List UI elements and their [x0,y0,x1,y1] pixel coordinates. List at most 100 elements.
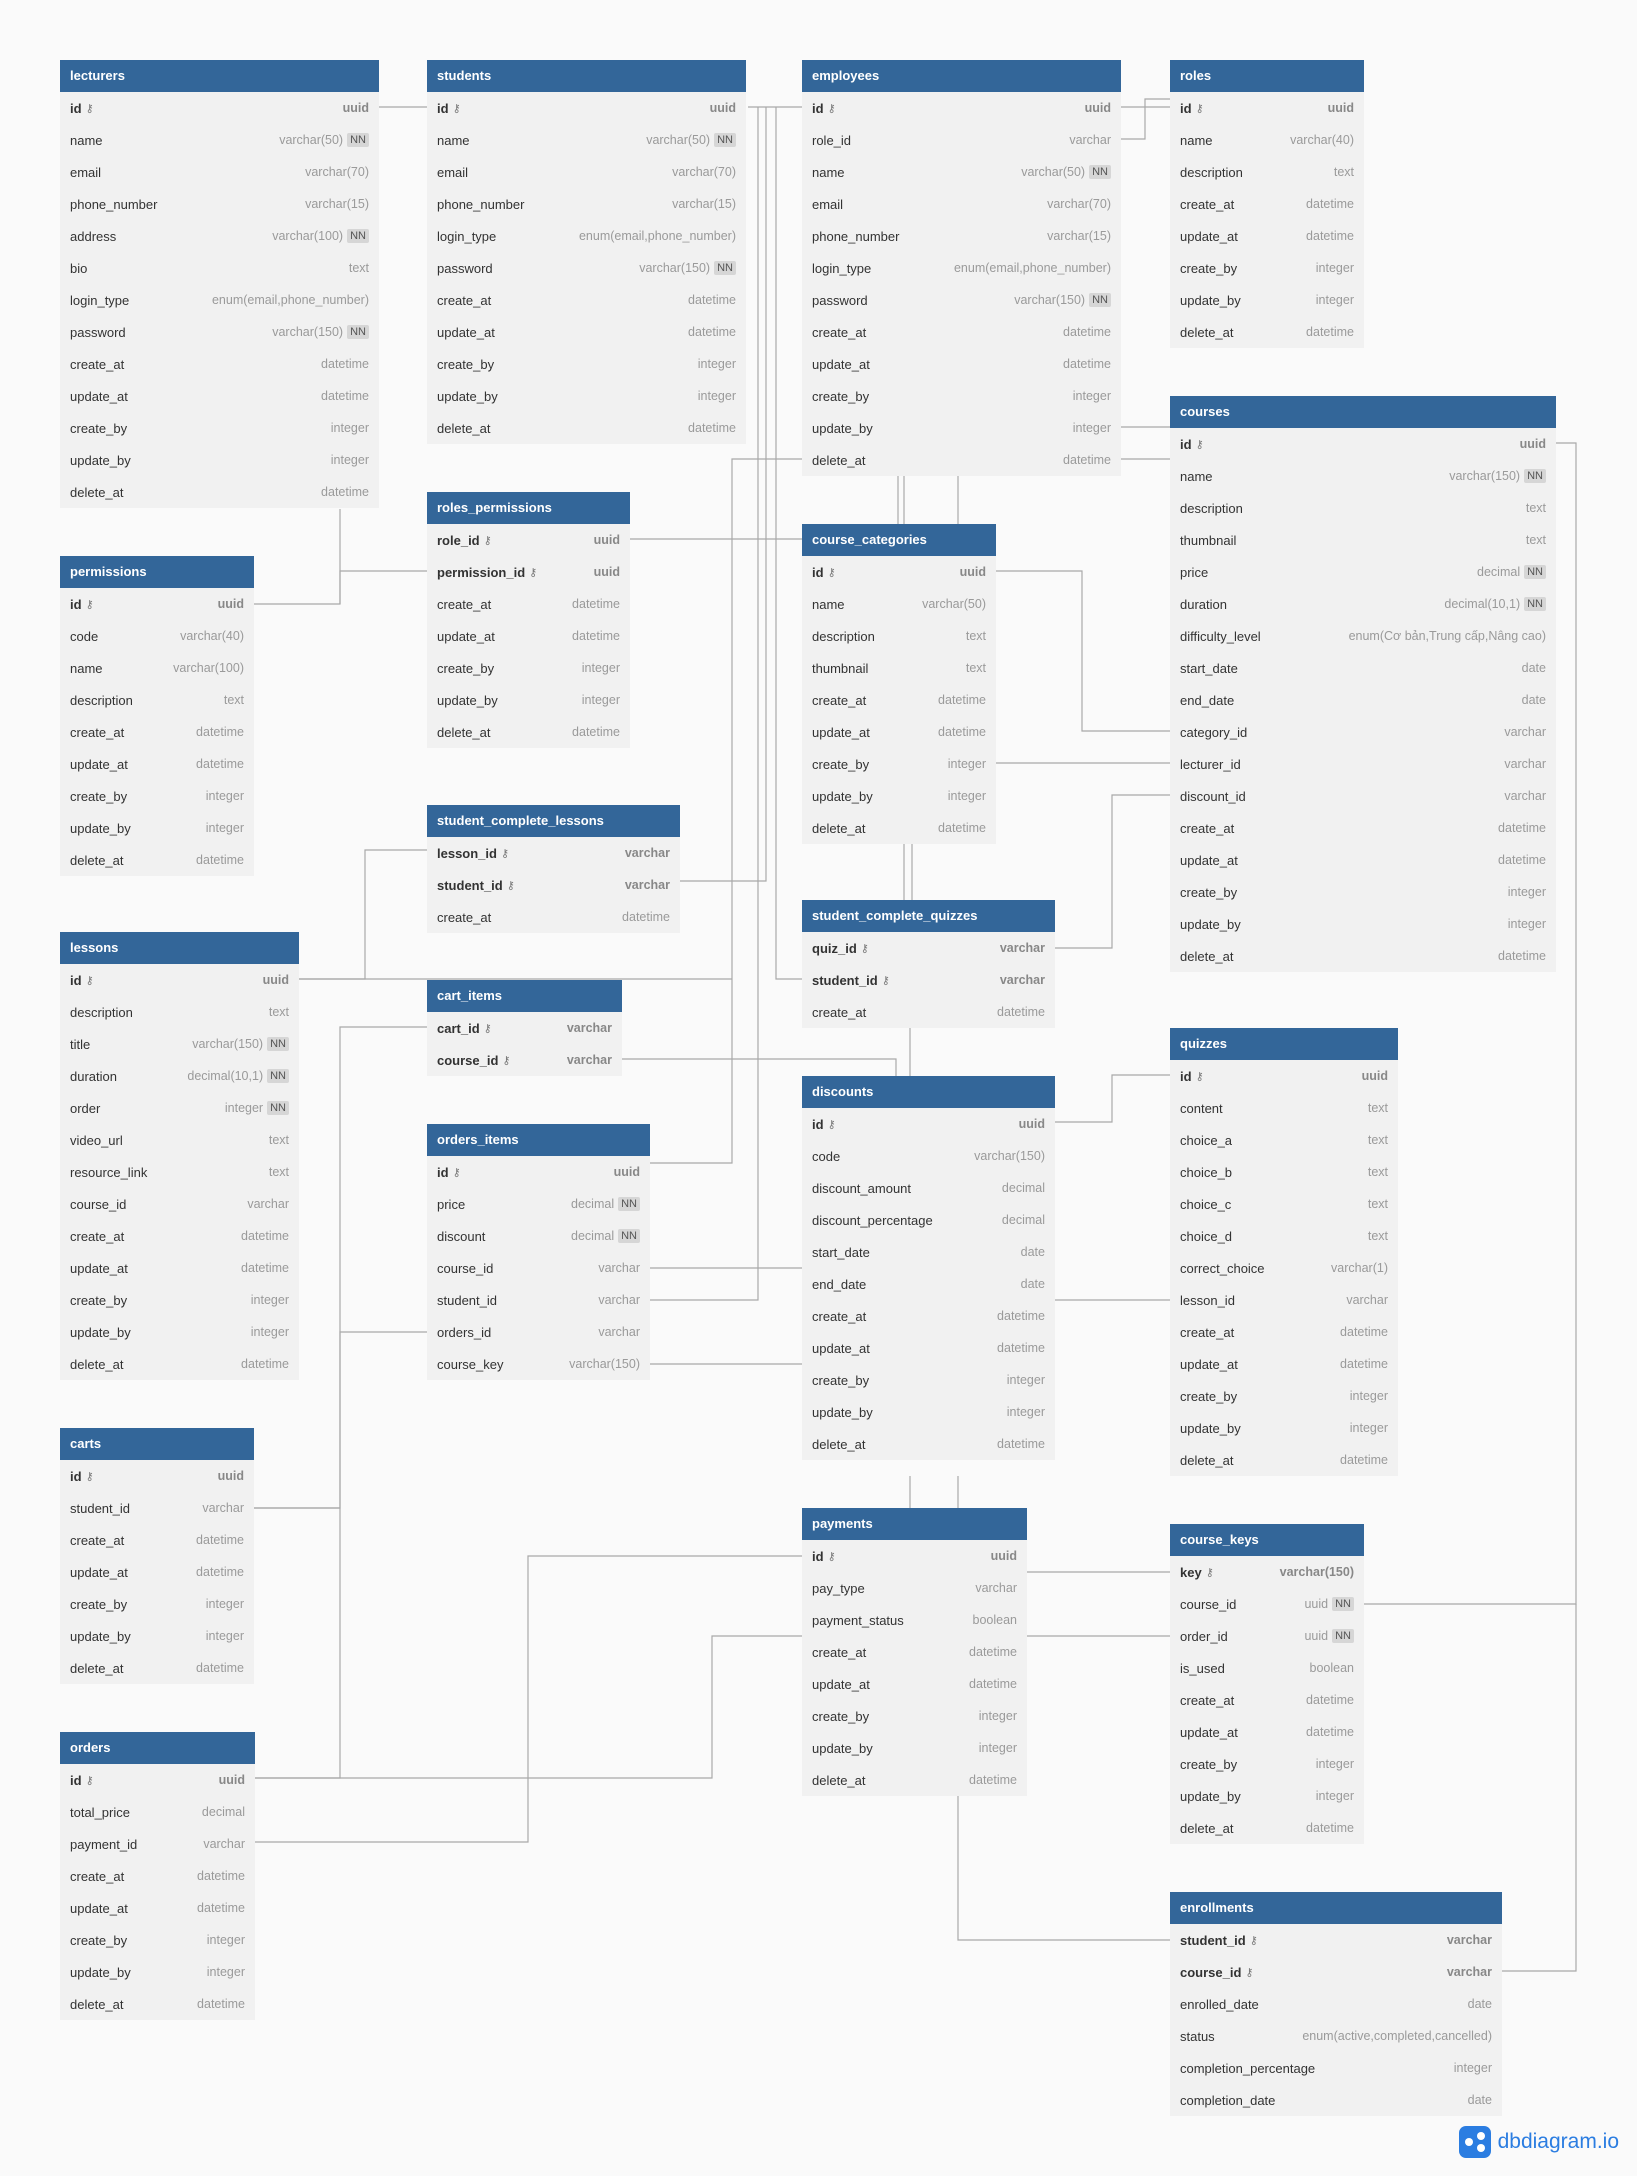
table-header[interactable]: roles_permissions [427,492,630,524]
table-header[interactable]: permissions [60,556,254,588]
field-row[interactable]: id⚷uuid [60,1460,254,1492]
table-header[interactable]: students [427,60,746,92]
table-header[interactable]: roles [1170,60,1364,92]
field-row[interactable]: id⚷uuid [1170,92,1364,124]
field-row[interactable]: quiz_id⚷varchar [802,932,1055,964]
field-row[interactable]: key⚷varchar(150) [1170,1556,1364,1588]
table-header[interactable]: payments [802,1508,1027,1540]
table-header[interactable]: course_categories [802,524,996,556]
field-row[interactable]: student_id⚷varchar [802,964,1055,996]
field-row[interactable]: id⚷uuid [1170,1060,1398,1092]
field-row[interactable]: id⚷uuid [60,964,299,996]
table-header[interactable]: orders_items [427,1124,650,1156]
table-header[interactable]: student_complete_lessons [427,805,680,837]
field-row[interactable]: id⚷uuid [1170,428,1556,460]
field-row[interactable]: id⚷uuid [802,1108,1055,1140]
field-row[interactable]: permission_id⚷uuid [427,556,630,588]
field-row[interactable]: student_id⚷varchar [427,869,680,901]
